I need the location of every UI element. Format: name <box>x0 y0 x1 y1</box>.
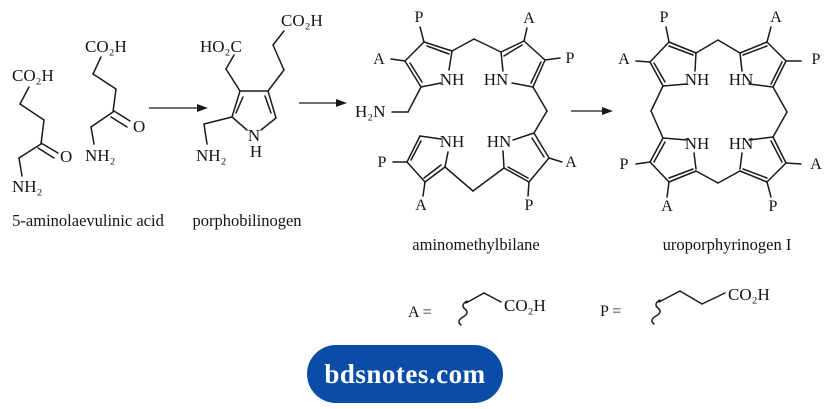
caption-aminomethylbilane: aminomethylbilane <box>412 235 539 254</box>
legend-a-formula: CO₂H <box>504 296 546 315</box>
ala2-o-label: O <box>133 117 145 136</box>
squiggle-bond-icon <box>458 300 468 326</box>
legend-a-skeleton <box>458 292 502 326</box>
uro-hn-label-1: HN <box>729 70 754 89</box>
caption-5ala: 5-aminolaevulinic acid <box>12 211 164 230</box>
uro-p-label-3: P <box>620 156 629 173</box>
bdsnotes-badge-text: bdsnotes.com <box>324 358 486 389</box>
amb-a-label-3: A <box>565 154 577 171</box>
amb-p-label-3: P <box>378 154 387 171</box>
molecule-uroporphyrinogen: P A A P NH HN NH HN P A A P <box>618 9 822 215</box>
amb-nh-label-1: NH <box>440 70 465 89</box>
amb-p-label-4: P <box>525 197 534 214</box>
ala1-o-label: O <box>60 147 72 166</box>
pbg-nh2-label: NH₂ <box>196 146 226 165</box>
uro-p-label-2: P <box>812 51 821 68</box>
caption-porphobilinogen: porphobilinogen <box>192 211 301 230</box>
amb-hn-label-2: HN <box>487 132 512 151</box>
uro-a-label-1: A <box>770 9 782 26</box>
caption-uroporphyrinogen: uroporphyrinogen I <box>663 235 792 254</box>
pbg-h-label: H <box>250 142 262 161</box>
molecule-5ala-1: CO₂H O NH₂ <box>12 66 72 196</box>
amb-p-label-2: P <box>566 50 575 67</box>
reaction-arrow-1 <box>149 104 208 112</box>
reaction-arrow-3 <box>571 107 613 115</box>
uro-skeleton <box>635 26 802 198</box>
bdsnotes-badge[interactable]: bdsnotes.com <box>307 345 503 403</box>
ala1-nh2-label: NH₂ <box>12 177 42 196</box>
amb-a-label-4: A <box>415 197 427 214</box>
amb-nh-label-2: NH <box>440 132 465 151</box>
ala2-skeleton <box>90 56 131 145</box>
uro-a-label-2: A <box>618 51 630 68</box>
amb-h2n-label: H₂N <box>355 102 385 121</box>
uro-p-label-4: P <box>769 198 778 215</box>
ala1-skeleton <box>18 86 59 177</box>
legend-p-skeleton <box>651 290 726 325</box>
pbg-co2h-label: CO₂H <box>281 11 323 30</box>
amb-a-label-2: A <box>523 10 535 27</box>
ala2-nh2-label: NH₂ <box>85 146 115 165</box>
uro-hn-label-2: HN <box>729 134 754 153</box>
uro-p-label-1: P <box>660 9 669 26</box>
squiggle-bond-icon <box>651 299 661 325</box>
legend-p-formula: CO₂H <box>728 285 770 304</box>
legend-p-definition: P = CO₂H <box>600 285 770 325</box>
uro-a-label-3: A <box>810 156 822 173</box>
molecule-aminomethylbilane: P A A P NH HN H₂N NH HN P A A P <box>355 9 577 214</box>
ala2-co2h-label: CO₂H <box>85 37 127 56</box>
reaction-arrow-2 <box>299 99 347 107</box>
amb-a-label-1: A <box>373 51 385 68</box>
amb-p-label-1: P <box>415 9 424 26</box>
pbg-ho2c-label: HO₂C <box>200 37 242 56</box>
pbg-skeleton <box>203 30 285 145</box>
legend-a-label: A = <box>408 304 432 321</box>
uro-nh-label-2: NH <box>685 134 710 153</box>
uro-nh-label-1: NH <box>685 70 710 89</box>
legend-p-label: P = <box>600 303 621 320</box>
ala1-co2h-label: CO₂H <box>12 66 54 85</box>
pbg-n-label: N <box>248 126 260 145</box>
molecule-porphobilinogen: HO₂C CO₂H N H NH₂ <box>196 11 323 165</box>
amb-hn-label-1: HN <box>484 70 509 89</box>
legend-a-definition: A = CO₂H <box>408 292 546 326</box>
amb-skeleton <box>390 26 563 197</box>
uro-a-label-4: A <box>661 198 673 215</box>
molecule-5ala-2: CO₂H O NH₂ <box>85 37 145 165</box>
